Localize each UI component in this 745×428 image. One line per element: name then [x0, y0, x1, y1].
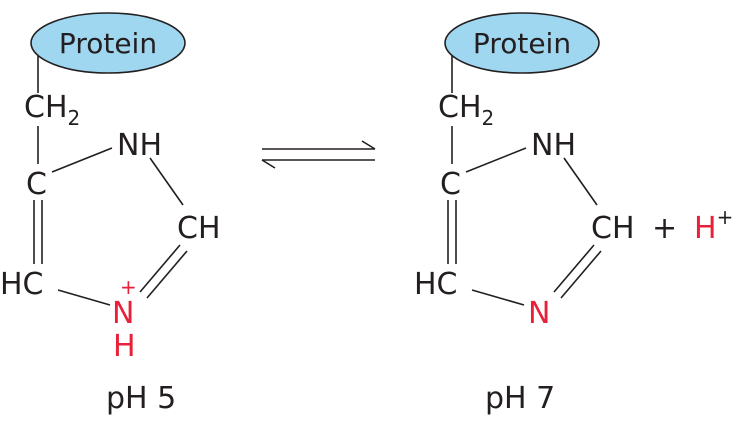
- right-protein-label: Protein: [473, 27, 571, 60]
- right-bond-c-nh: [465, 147, 527, 173]
- right-ch-label: CH: [591, 211, 635, 246]
- left-n-hydrogen: H: [113, 329, 136, 364]
- right-n-label: N: [528, 296, 550, 331]
- right-proton-label: H+: [694, 205, 733, 246]
- right-double-bond-ch-n-b: [560, 250, 602, 299]
- left-bond-hc-n: [57, 289, 111, 306]
- right-bond-hc-n: [471, 289, 525, 306]
- left-hc-label: HC: [0, 267, 44, 302]
- right-c-label: C: [440, 167, 461, 202]
- left-nh-label: NH: [117, 128, 162, 163]
- left-n-label: N: [112, 296, 134, 331]
- right-ch2-label: CH2: [438, 90, 494, 130]
- right-hc-label: HC: [414, 267, 458, 302]
- left-bond-nh-ch: [149, 157, 184, 206]
- left-protein-label: Protein: [59, 27, 157, 60]
- right-protein-ellipse: [444, 12, 600, 74]
- right-proton-h: H: [694, 211, 717, 246]
- left-bond-c-nh: [51, 147, 113, 173]
- left-ch2-main: CH: [24, 90, 68, 125]
- right-caption: pH 7: [485, 381, 555, 416]
- right-structure: Protein CH2 NH C CH HC N + H+ pH: [414, 12, 733, 416]
- right-ch2-main: CH: [438, 90, 482, 125]
- left-ch-label: CH: [177, 211, 221, 246]
- right-plus-sign: +: [652, 211, 677, 246]
- left-double-bond-ch-n-b: [146, 250, 188, 299]
- equilibrium-arrows-icon: [261, 140, 376, 169]
- right-nh-label: NH: [531, 128, 576, 163]
- right-double-bond-ch-n-a: [553, 244, 595, 293]
- left-caption: pH 5: [106, 381, 176, 416]
- left-structure: Protein CH2 NH C CH HC + N H pH 5: [0, 12, 221, 416]
- left-double-bond-ch-n-a: [139, 244, 181, 293]
- right-ch2-subscript: 2: [482, 106, 495, 130]
- left-protein-ellipse: [30, 12, 186, 74]
- left-n-charge: +: [120, 275, 137, 299]
- left-c-label: C: [26, 167, 47, 202]
- right-bond-nh-ch: [563, 157, 598, 206]
- right-proton-charge: +: [717, 205, 734, 229]
- left-ch2-label: CH2: [24, 90, 80, 130]
- left-ch2-subscript: 2: [68, 106, 81, 130]
